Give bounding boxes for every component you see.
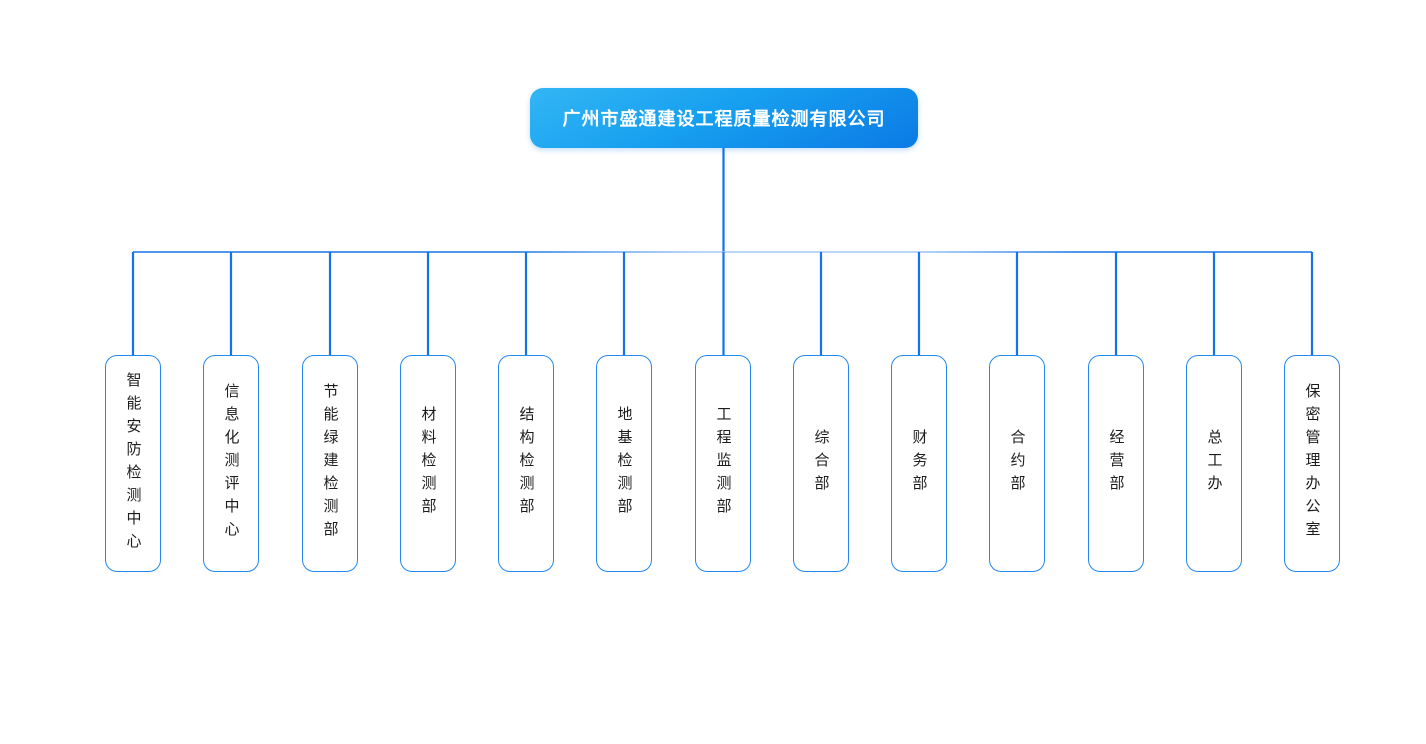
dept-node-label: 工程监测部	[714, 406, 732, 521]
dept-node-9: 财务部	[891, 355, 947, 572]
dept-node-2: 信息化测评中心	[203, 355, 259, 572]
dept-node-label: 财务部	[910, 429, 928, 498]
dept-node-label: 材料检测部	[419, 406, 437, 521]
dept-node-label: 总工办	[1205, 429, 1223, 498]
dept-node-label: 保密管理办公室	[1303, 383, 1321, 544]
dept-node-11: 经营部	[1088, 355, 1144, 572]
dept-node-label: 经营部	[1107, 429, 1125, 498]
dept-node-label: 合约部	[1008, 429, 1026, 498]
dept-node-label: 信息化测评中心	[222, 383, 240, 544]
dept-node-7: 工程监测部	[695, 355, 751, 572]
dept-node-3: 节能绿建检测部	[302, 355, 358, 572]
dept-node-label: 综合部	[812, 429, 830, 498]
dept-node-5: 结构检测部	[498, 355, 554, 572]
dept-node-label: 智能安防检测中心	[124, 371, 142, 556]
dept-node-10: 合约部	[989, 355, 1045, 572]
dept-node-label: 结构检测部	[517, 406, 535, 521]
dept-node-1: 智能安防检测中心	[105, 355, 161, 572]
dept-node-label: 节能绿建检测部	[321, 383, 339, 544]
root-node-label: 广州市盛通建设工程质量检测有限公司	[562, 109, 886, 129]
root-node: 广州市盛通建设工程质量检测有限公司	[530, 88, 918, 148]
dept-node-4: 材料检测部	[400, 355, 456, 572]
dept-node-8: 综合部	[793, 355, 849, 572]
dept-node-13: 保密管理办公室	[1284, 355, 1340, 572]
dept-node-12: 总工办	[1186, 355, 1242, 572]
dept-node-label: 地基检测部	[615, 406, 633, 521]
dept-node-6: 地基检测部	[596, 355, 652, 572]
